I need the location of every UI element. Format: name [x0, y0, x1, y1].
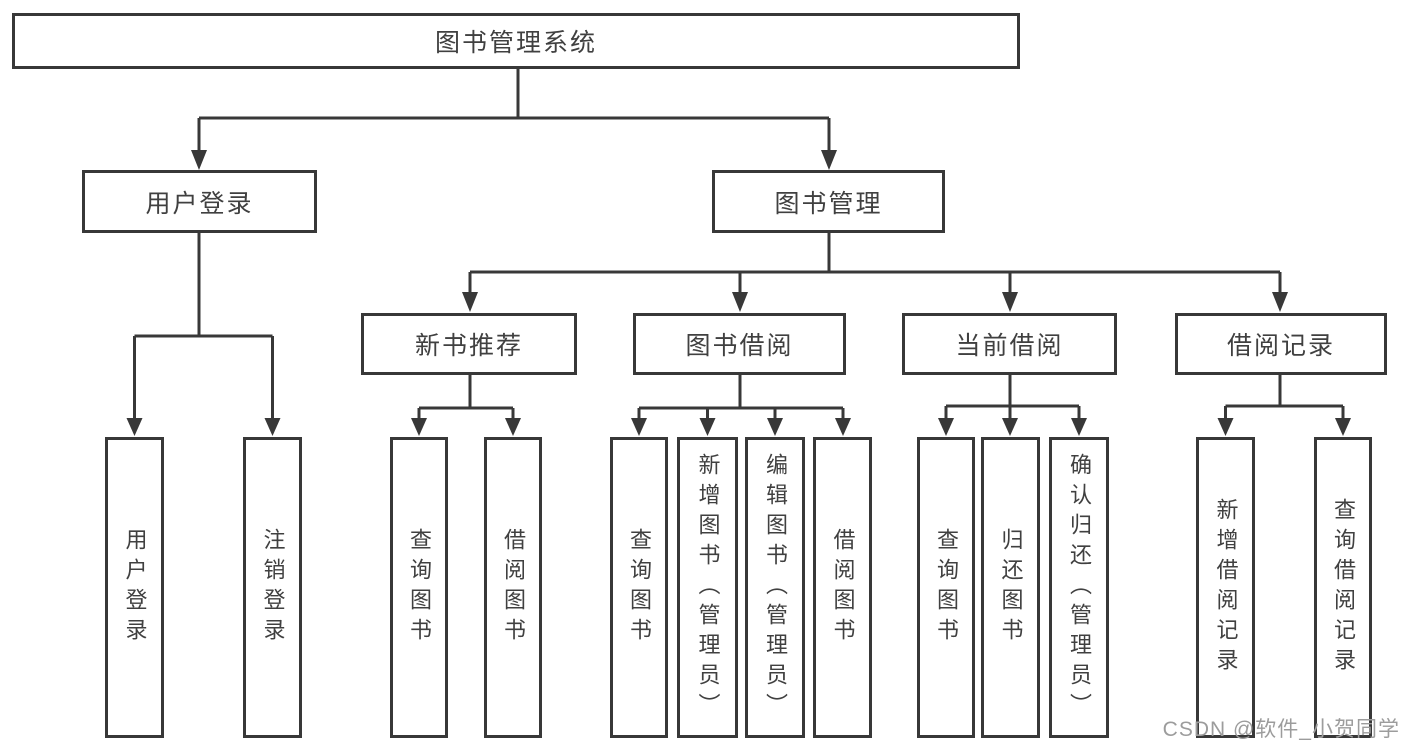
node-new-book-recommend-label: 新书推荐 [414, 332, 523, 360]
arrowhead-group [126, 150, 1351, 436]
leaf-user-login: 用户登录 [105, 437, 164, 738]
node-borrow-records: 借阅记录 [1175, 313, 1387, 375]
leaf-edit-book-admin-label: 编辑图书（管理员） [763, 452, 788, 723]
arrowhead [411, 418, 427, 436]
leaf-confirm-return-admin-label: 确认归还（管理员） [1067, 452, 1092, 723]
leaf-query-books-borrow-label: 查询图书 [627, 527, 652, 648]
arrowhead [821, 150, 837, 170]
leaf-confirm-return-admin: 确认归还（管理员） [1049, 437, 1109, 738]
arrowhead [191, 150, 207, 170]
leaf-borrow-books-label: 借阅图书 [830, 527, 856, 648]
arrowhead [1335, 418, 1351, 436]
node-new-book-recommend: 新书推荐 [361, 313, 577, 375]
leaf-query-borrow-record: 查询借阅记录 [1314, 437, 1372, 738]
arrowhead [631, 418, 647, 436]
node-current-borrow: 当前借阅 [902, 313, 1117, 375]
node-book-borrow: 图书借阅 [633, 313, 846, 375]
arrowhead [699, 418, 716, 436]
leaf-query-books-borrow: 查询图书 [610, 437, 668, 738]
node-book-management-label: 图书管理 [774, 189, 883, 218]
arrowhead [1272, 292, 1288, 312]
node-root-label: 图书管理系统 [434, 29, 597, 57]
node-root: 图书管理系统 [12, 13, 1020, 69]
arrowhead [732, 292, 748, 312]
arrowhead [1071, 418, 1087, 436]
arrowhead [938, 418, 954, 436]
leaf-borrow-books: 借阅图书 [813, 437, 872, 738]
node-book-borrow-label: 图书借阅 [685, 332, 794, 360]
node-borrow-records-label: 借阅记录 [1226, 332, 1335, 360]
tree-edges [133, 68, 1345, 420]
leaf-logout: 注销登录 [243, 437, 302, 738]
node-user-login: 用户登录 [82, 170, 317, 233]
leaf-return-book: 归还图书 [981, 437, 1040, 738]
node-user-login-label: 用户登录 [145, 189, 254, 218]
leaf-query-books-current-label: 查询图书 [934, 527, 959, 648]
leaf-borrow-books-recommend-label: 借阅图书 [501, 527, 526, 648]
node-current-borrow-label: 当前借阅 [955, 332, 1064, 360]
node-book-management: 图书管理 [712, 170, 945, 233]
arrowhead [767, 418, 783, 436]
leaf-logout-label: 注销登录 [260, 527, 286, 648]
leaf-user-login-label: 用户登录 [122, 527, 148, 648]
arrowhead [462, 292, 478, 312]
watermark-text: CSDN @软件_小贺同学 [1162, 718, 1400, 741]
arrowhead [264, 418, 281, 436]
arrowhead [505, 418, 521, 436]
leaf-query-books-current: 查询图书 [917, 437, 975, 738]
leaf-add-book-admin: 新增图书（管理员） [677, 437, 738, 738]
arrowhead [1002, 292, 1018, 312]
arrowhead [1002, 418, 1018, 436]
leaf-query-borrow-record-label: 查询借阅记录 [1331, 497, 1356, 678]
leaf-query-books-recommend-label: 查询图书 [407, 527, 432, 648]
leaf-add-borrow-record-label: 新增借阅记录 [1213, 497, 1239, 678]
leaf-query-books-recommend: 查询图书 [390, 437, 448, 738]
leaf-add-borrow-record: 新增借阅记录 [1196, 437, 1255, 738]
arrowhead [835, 418, 851, 436]
leaf-add-book-admin-label: 新增图书（管理员） [695, 452, 721, 723]
leaf-borrow-books-recommend: 借阅图书 [484, 437, 542, 738]
arrowhead [126, 418, 143, 436]
leaf-return-book-label: 归还图书 [998, 527, 1024, 648]
arrowhead [1217, 418, 1234, 436]
leaf-edit-book-admin: 编辑图书（管理员） [745, 437, 805, 738]
